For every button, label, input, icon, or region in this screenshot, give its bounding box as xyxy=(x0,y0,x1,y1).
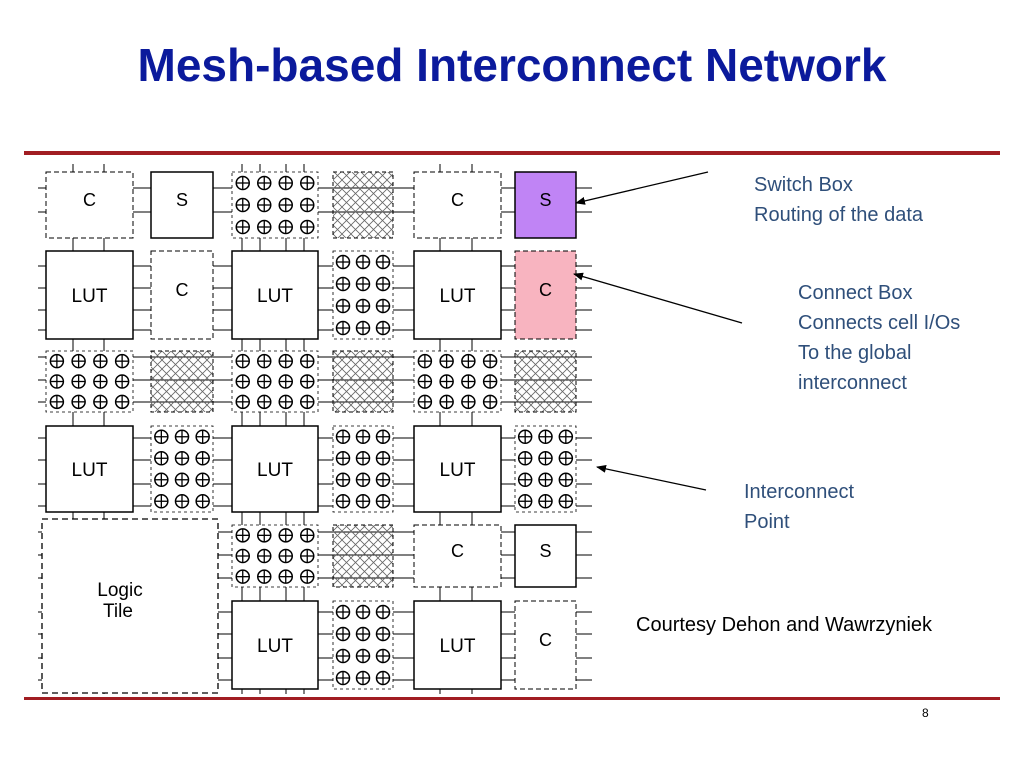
lut-label: LUT xyxy=(72,460,108,481)
lut-block xyxy=(45,425,134,513)
lut-block xyxy=(413,600,502,690)
lut-label: LUT xyxy=(440,636,476,657)
lut-label: LUT xyxy=(257,636,293,657)
switch-box-label-line: Switch Box xyxy=(754,174,853,196)
bottom-rule xyxy=(24,697,1000,700)
connect-box-arrow xyxy=(573,272,743,324)
interconnect-point-label-line: Interconnect xyxy=(744,481,855,503)
connect-box-label-line: Connects cell I/Os xyxy=(798,312,961,334)
connect-box-label: C xyxy=(539,280,552,300)
connect-box xyxy=(514,250,577,340)
connect-box-label: C xyxy=(451,190,464,210)
lut-block xyxy=(45,250,134,340)
switch-matrix xyxy=(514,350,577,413)
lut-label: LUT xyxy=(257,460,293,481)
switch-box-arrow xyxy=(575,171,709,205)
switch-matrix xyxy=(332,350,394,413)
connect-box-label-line: Connect Box xyxy=(798,282,913,304)
top-rule xyxy=(24,151,1000,155)
lut-label: LUT xyxy=(440,460,476,481)
switch-matrix xyxy=(150,350,214,413)
connect-box-label: C xyxy=(539,630,552,650)
switch-box-label: S xyxy=(176,190,188,210)
lut-label: LUT xyxy=(72,286,108,307)
switch-box xyxy=(514,171,577,239)
page-number: 8 xyxy=(922,706,929,720)
switch-box-label: S xyxy=(539,190,551,210)
courtesy-note: Courtesy Dehon and Wawrzyniek xyxy=(636,614,933,636)
switch-box-label-line: Routing of the data xyxy=(754,204,924,226)
connect-box xyxy=(413,524,502,588)
connect-box xyxy=(45,171,134,239)
callout-arrows xyxy=(573,171,743,491)
lut-block xyxy=(231,425,319,513)
lut-block xyxy=(413,250,502,340)
interconnect-point-label: Interconnect Point xyxy=(744,477,854,537)
connect-box-label: C xyxy=(451,541,464,561)
interconnect-point-label-line: Point xyxy=(744,511,790,533)
lut-label: LUT xyxy=(257,286,293,307)
connect-box-label: C xyxy=(176,280,189,300)
interconnect-point-arrow xyxy=(596,464,707,491)
switch-matrix xyxy=(332,524,394,588)
lut-block xyxy=(231,600,319,690)
switch-box xyxy=(514,524,577,588)
slide-title: Mesh-based Interconnect Network xyxy=(137,39,887,91)
connect-box-label-line: To the global xyxy=(798,342,912,364)
logic-tile-label: Tile xyxy=(103,601,133,622)
logic-tile-label: Logic xyxy=(97,580,142,601)
switch-box-label: S xyxy=(539,541,551,561)
interconnect-grid: C S C S LUT C LUT LUT C LUT LUT LUT C S LUT LUT C LogicTi… xyxy=(38,164,592,694)
lut-label: LUT xyxy=(440,286,476,307)
switch-matrix xyxy=(332,171,394,239)
lut-block xyxy=(231,250,319,340)
switch-box-label: Switch Box Routing of the data xyxy=(754,170,923,230)
connect-box-label: Connect Box Connects cell I/Os To the gl… xyxy=(798,278,960,398)
connect-box xyxy=(150,250,214,340)
connect-box-label-line: interconnect xyxy=(798,372,907,394)
connect-box xyxy=(514,600,577,690)
logic-tile xyxy=(41,518,219,694)
lut-block xyxy=(413,425,502,513)
switch-box xyxy=(150,171,214,239)
connect-box-label: C xyxy=(83,190,96,210)
connect-box xyxy=(413,171,502,239)
